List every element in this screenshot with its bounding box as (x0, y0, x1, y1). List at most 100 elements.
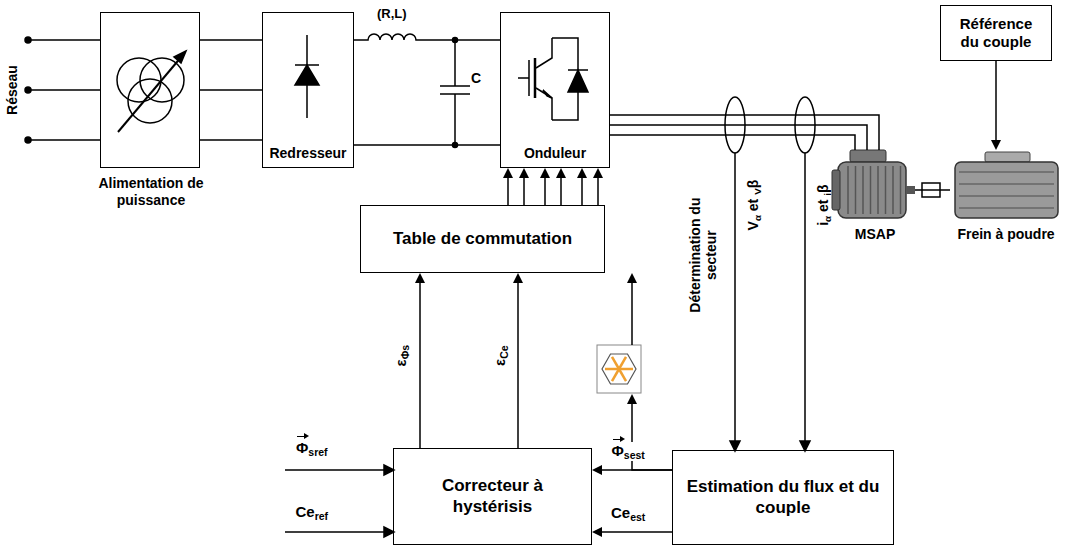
text-label: Estimation du flux et du couple (673, 477, 893, 518)
sector-icon (597, 345, 641, 393)
arrow-head (519, 168, 529, 178)
text-label: Correcteur à hystérisis (394, 476, 591, 517)
connector-line (601, 469, 672, 471)
drawing-stroke (25, 137, 31, 143)
arrow-head (593, 168, 603, 178)
block-box: Onduleur (500, 12, 610, 168)
text-label: Réseau (4, 65, 20, 115)
arrow-head (503, 168, 513, 178)
arrow-head (513, 273, 523, 283)
text-label: Table de commutation (385, 229, 580, 249)
motor-fin (862, 166, 864, 214)
connector-line (354, 34, 500, 145)
drawing-stroke (25, 37, 31, 43)
connector-line (508, 177, 598, 205)
drawing-stroke (959, 172, 1054, 208)
connector (503, 168, 603, 205)
block-box: Correcteur à hystérisis (393, 448, 592, 545)
brake-drawing (955, 152, 1058, 218)
block-box: Table de commutation (360, 205, 605, 273)
sector-arrow (612, 357, 619, 369)
brake-fin (959, 171, 1054, 173)
connector-line (601, 531, 672, 533)
drawing-stroke (543, 90, 552, 98)
motor-fin (877, 166, 879, 214)
block-box: Frein à poudre (950, 150, 1062, 220)
sector-arrow (612, 369, 619, 381)
arrow-head (592, 527, 602, 537)
drawing-stroke (848, 166, 901, 214)
arrow-head (577, 168, 587, 178)
subscript: sref (308, 446, 327, 458)
text-label: Ceest (611, 504, 645, 523)
connector-line (995, 61, 997, 141)
drawing-stroke (597, 345, 641, 393)
connector (627, 273, 672, 470)
drawing-stroke (735, 153, 805, 441)
motor-fin (870, 166, 872, 214)
connector (592, 465, 672, 475)
text-label: (R,L) (377, 7, 407, 22)
drawing-stroke (985, 152, 1030, 162)
motor-fin (885, 166, 887, 214)
sector-arrow (605, 368, 619, 371)
text-label: iα et iβ (814, 184, 832, 225)
drawing-stroke (534, 58, 537, 98)
text-label: Détermination du secteur (687, 195, 719, 315)
subscript: α (821, 216, 832, 222)
subscript: α (752, 215, 763, 221)
subscript: ref (315, 510, 328, 522)
sector-arrow (619, 368, 633, 371)
text-label: Redresseur (265, 145, 350, 167)
drawing-stroke (440, 40, 470, 145)
connector-line (610, 115, 879, 150)
text-label: C (471, 70, 481, 86)
connector (354, 34, 500, 145)
arrow-head (627, 273, 637, 283)
connector (200, 40, 262, 140)
text-label: Ceref (296, 503, 329, 522)
text-label: εCe (490, 345, 509, 366)
subscript: i (821, 193, 832, 196)
text-label: MSAP (825, 226, 925, 243)
text-label: Onduleur (520, 145, 590, 167)
vector-symbol: Φ (612, 442, 624, 459)
connector-line (517, 282, 519, 448)
drawing-stroke (295, 65, 319, 85)
motor-fin (900, 166, 902, 214)
text-label: Φsref (296, 439, 328, 458)
text-label: Φsest (612, 442, 645, 461)
arrow-head (592, 465, 602, 475)
connector-line (915, 189, 950, 191)
connector (915, 190, 950, 191)
text-label: Référence du couple (941, 15, 1051, 51)
drawing-stroke (906, 186, 915, 194)
drawing-stroke (25, 35, 815, 537)
subscript: sest (624, 449, 645, 461)
brake-fin (959, 183, 1054, 185)
drawing-stroke (285, 470, 384, 532)
brake-fin (959, 195, 1054, 197)
vector-symbol: Φ (296, 439, 308, 456)
text-label: Vα et Vβ (745, 180, 763, 231)
arrow-head (540, 168, 550, 178)
connector (592, 527, 672, 537)
connector (610, 115, 879, 150)
brake-fin (959, 207, 1054, 209)
drawing-stroke (295, 35, 319, 118)
drawing-stroke (118, 56, 182, 132)
motor-drawing (832, 150, 915, 218)
drawing-stroke (955, 162, 1058, 218)
block-box: Alimentation de puissance (100, 12, 200, 168)
connector (415, 273, 425, 448)
drawing-stroke (128, 79, 172, 123)
subscript: Ce (497, 345, 509, 358)
arrow-head (415, 273, 425, 283)
connector (991, 61, 1001, 150)
arrow-head (627, 394, 637, 404)
arrow-head (991, 140, 1001, 150)
block-box: Estimation du flux et du couple (672, 450, 894, 545)
